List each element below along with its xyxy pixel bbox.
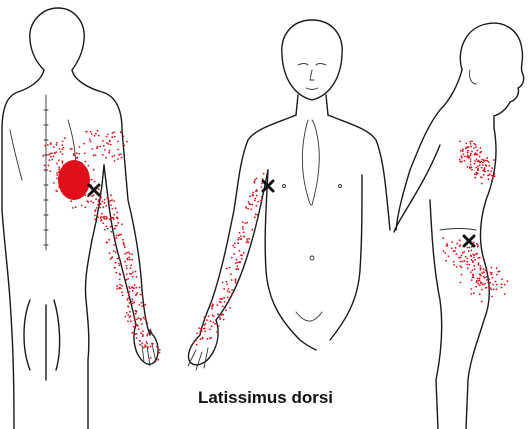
posterior-trigger-point-marker [87,183,101,197]
diagram-caption: Latissimus dorsi [197,388,334,407]
lateral-view [393,22,525,429]
anterior-trigger-point-marker [261,179,275,193]
anterior-view [187,19,391,371]
lateral-body-outline [393,22,525,429]
posterior-referral-dots [42,129,161,361]
anterior-referral-dots [192,172,265,346]
posterior-body-outline [1,7,159,429]
anterior-body-outline [187,19,391,371]
lateral-referral-dots [442,140,509,303]
posterior-referral-cluster [42,129,161,361]
posterior-view [1,7,161,429]
lateral-trigger-point-marker [462,234,476,248]
